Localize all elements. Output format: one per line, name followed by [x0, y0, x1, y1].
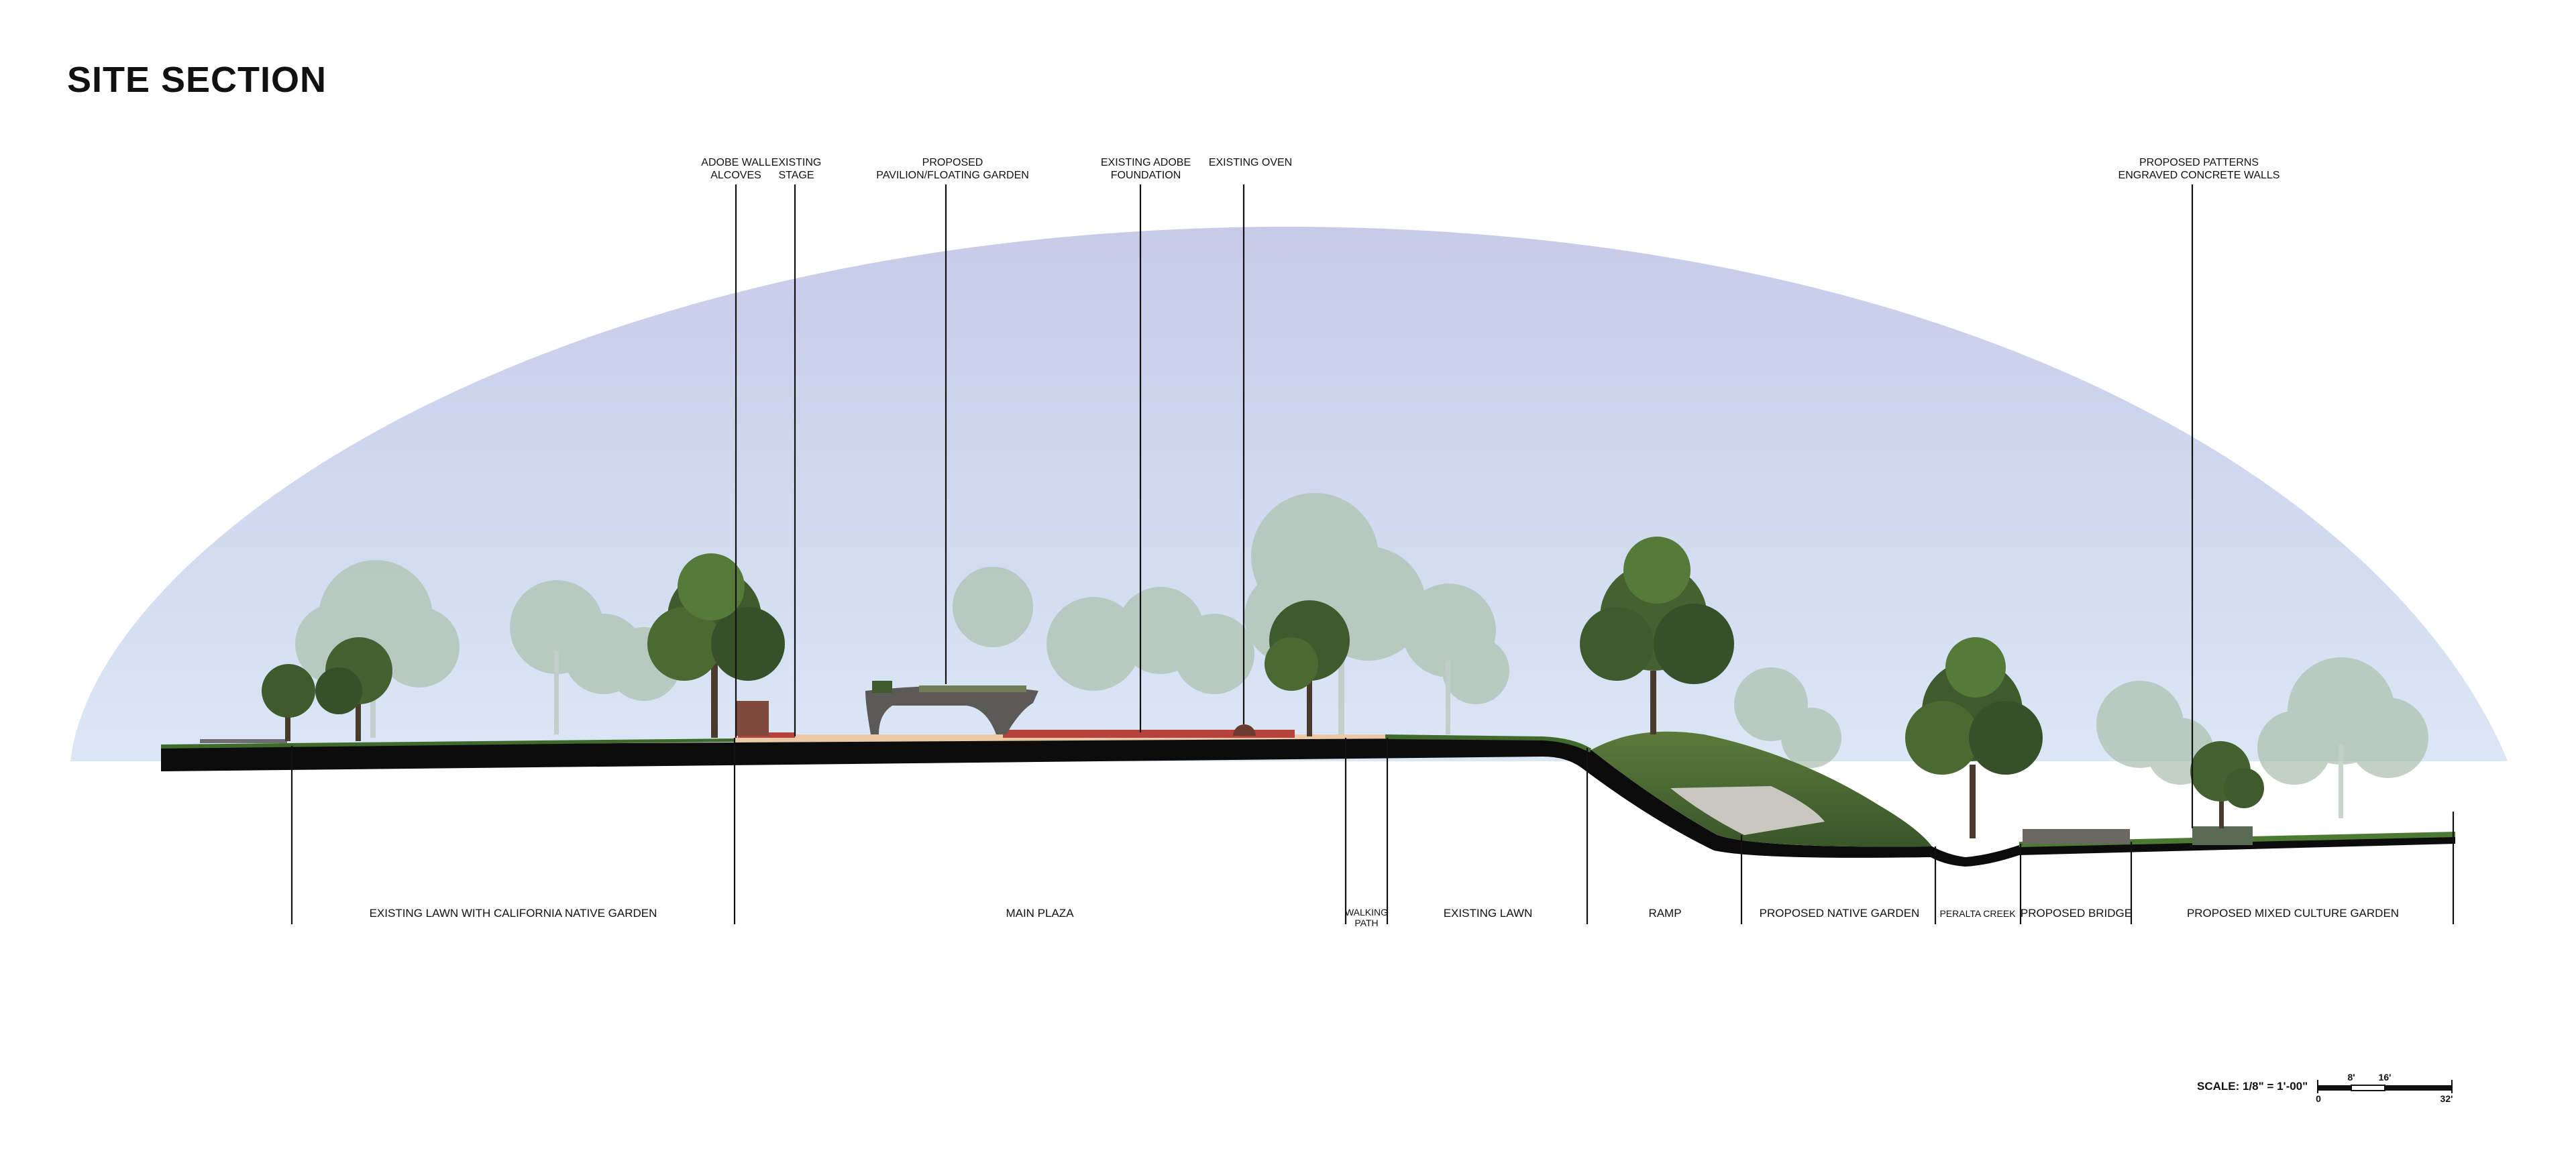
zone-dividers — [290, 738, 2455, 924]
scale-tick-32: 32' — [2440, 1093, 2453, 1104]
bridge — [2023, 829, 2130, 844]
pavilion-shape — [865, 685, 1038, 734]
zone-walking-path: WALKING PATH — [1344, 907, 1389, 928]
oven-shape — [1233, 724, 1256, 736]
scale-tick-8: 8' — [2347, 1072, 2355, 1083]
zone-proposed-bridge: PROPOSED BRIDGE — [2020, 907, 2133, 920]
scale-label: SCALE: 1/8" = 1'-00" — [2197, 1080, 2308, 1093]
background-trees — [295, 493, 2428, 818]
page-title: SITE SECTION — [67, 60, 327, 100]
scale-tick-0: 0 — [2316, 1093, 2321, 1104]
zone-main-plaza: MAIN PLAZA — [1006, 907, 1074, 920]
callout-leaders — [735, 184, 2194, 828]
ground-section — [161, 738, 2455, 867]
callout-proposed-pavilion: PROPOSED PAVILION/FLOATING GARDEN — [876, 157, 1029, 181]
ramp-path — [1670, 786, 1825, 835]
zone-peralta-creek: PERALTA CREEK — [1939, 908, 2016, 919]
scale-bar — [2317, 1080, 2453, 1093]
zone-ramp: RAMP — [1648, 907, 1682, 920]
callout-existing-adobe-foundation: EXISTING ADOBE FOUNDATION — [1100, 157, 1191, 181]
callout-existing-oven: EXISTING OVEN — [1208, 157, 1293, 168]
zone-existing-lawn: EXISTING LAWN — [1443, 907, 1533, 920]
foreground-trees — [262, 537, 2264, 838]
callout-adobe-wall-alcoves: ADOBE WALL ALCOVES — [701, 157, 771, 181]
scale-tick-16: 16' — [2378, 1072, 2392, 1083]
callout-existing-stage: EXISTING STAGE — [771, 157, 822, 181]
zone-existing-lawn-california: EXISTING LAWN WITH CALIFORNIA NATIVE GAR… — [369, 907, 657, 920]
zone-proposed-native-garden: PROPOSED NATIVE GARDEN — [1759, 907, 1920, 920]
callout-proposed-patterns: PROPOSED PATTERNS ENGRAVED CONCRETE WALL… — [2118, 157, 2280, 181]
grass-strip — [161, 738, 735, 749]
adobe-wall — [737, 701, 769, 736]
zone-proposed-mixed-culture-garden: PROPOSED MIXED CULTURE GARDEN — [2186, 907, 2400, 920]
red-bench — [1003, 730, 1295, 738]
